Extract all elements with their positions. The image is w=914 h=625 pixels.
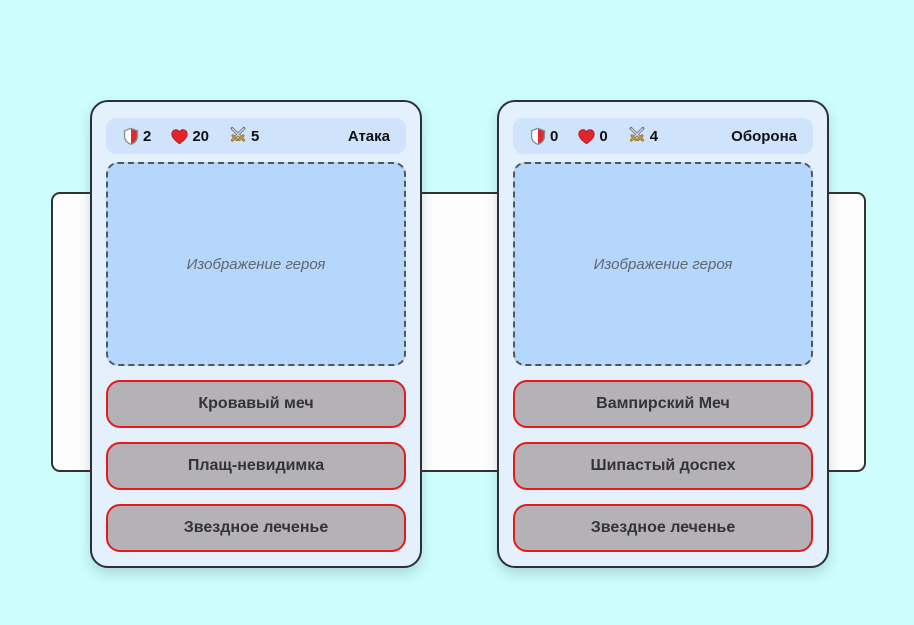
- health-stat: 20: [170, 127, 209, 146]
- shield-icon: [123, 127, 139, 145]
- hero-card-attack: 2 20: [90, 100, 422, 568]
- health-value: 0: [599, 127, 608, 145]
- ability-button[interactable]: Плащ-невидимка: [106, 442, 406, 490]
- crossed-swords-icon: [629, 127, 645, 142]
- ability-button[interactable]: Вампирский Меч: [513, 380, 813, 428]
- ability-button[interactable]: Кровавый меч: [106, 380, 406, 428]
- armor-value: 2: [143, 127, 152, 145]
- role-label: Атака: [347, 127, 390, 145]
- ability-button[interactable]: Звездное леченье: [513, 504, 813, 552]
- heart-icon: [171, 128, 188, 144]
- hero-card-defense: 0 0: [497, 100, 829, 568]
- ability-button[interactable]: Звездное леченье: [106, 504, 406, 552]
- shield-icon: [530, 127, 546, 145]
- attack-stat: 4: [627, 126, 658, 146]
- armor-value: 0: [550, 127, 559, 145]
- stats-bar: 2 20: [106, 118, 406, 154]
- crossed-swords-icon: [230, 127, 246, 142]
- hero-image-placeholder-text: Изображение героя: [186, 255, 326, 273]
- hero-image-placeholder-text: Изображение героя: [593, 255, 733, 273]
- role-label: Оборона: [731, 127, 797, 145]
- health-stat: 0: [577, 127, 608, 146]
- attack-value: 4: [649, 127, 659, 145]
- hero-image-placeholder: Изображение героя: [106, 162, 406, 366]
- heart-icon: [578, 128, 595, 144]
- stats-bar: 0 0: [513, 118, 813, 154]
- armor-stat: 2: [122, 127, 151, 145]
- ability-button[interactable]: Шипастый доспех: [513, 442, 813, 490]
- health-value: 20: [192, 127, 210, 145]
- attack-value: 5: [251, 127, 260, 145]
- attack-stat: 5: [228, 126, 259, 146]
- hero-image-placeholder: Изображение героя: [513, 162, 813, 366]
- armor-stat: 0: [529, 127, 558, 145]
